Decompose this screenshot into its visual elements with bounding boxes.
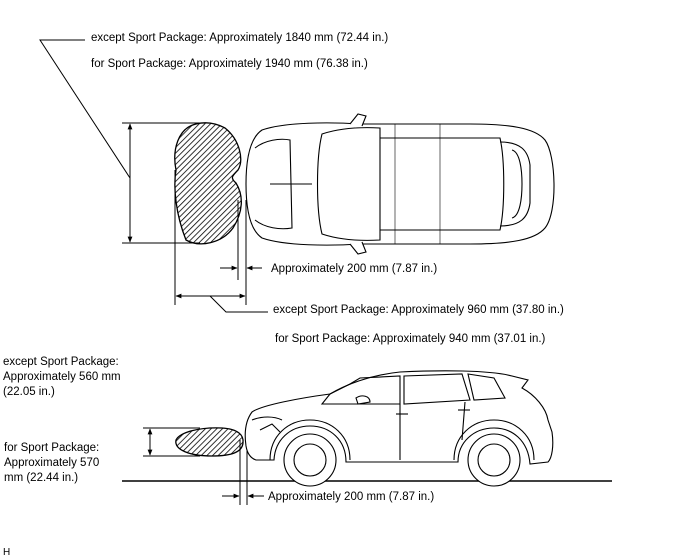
height-sport-label: for Sport Package: Approximately 570 mm …: [4, 442, 100, 484]
gap-side-label: Approximately 200 mm (7.87 in.): [268, 491, 435, 503]
beam-pattern-side: [175, 427, 244, 457]
width-leader-line: [39, 39, 131, 179]
figure-code: H: [3, 547, 11, 558]
width-except-label: except Sport Package: Approximately 1840…: [91, 32, 389, 44]
depth-sport-label: for Sport Package: Approximately 940 mm …: [275, 333, 546, 345]
depth-except-label: except Sport Package: Approximately 960 …: [273, 304, 564, 316]
height-dimension: [143, 427, 200, 457]
car-side-view: [244, 370, 554, 487]
width-sport-label: for Sport Package: Approximately 1940 mm…: [91, 58, 368, 70]
depth-extension-lines: [174, 170, 268, 313]
height-except-label: except Sport Package: Approximately 560 …: [3, 356, 121, 398]
width-dimension: [122, 122, 200, 244]
beam-pattern-top: [174, 122, 242, 245]
gap-top-label: Approximately 200 mm (7.87 in.): [271, 263, 438, 275]
car-top-view: [245, 113, 555, 255]
